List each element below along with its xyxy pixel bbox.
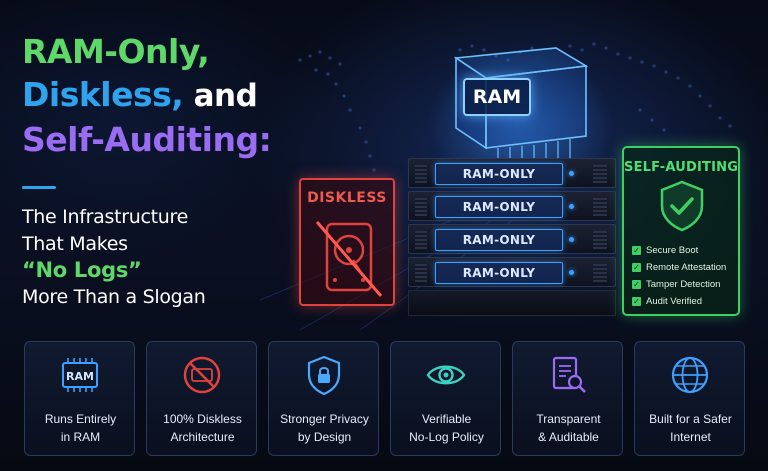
feature-label-line: Built for a Safer [649,412,732,426]
subheadline-no-logs: “No Logs” [22,258,142,282]
server-unit: RAM-ONLY [408,158,616,188]
server-tag: RAM-ONLY [435,262,563,284]
audit-check-item: ✓ Remote Attestation [632,259,740,276]
feature-label-line: Stronger Privacy [280,412,369,426]
feature-label: Stronger Privacy by Design [273,410,376,446]
server-tag: RAM-ONLY [435,163,563,185]
subheadline: The Infrastructure That Makes “No Logs” … [22,204,302,310]
feature-card-privacy: Stronger Privacy by Design [268,341,379,456]
feature-label-line: Verifiable [421,412,472,426]
audit-check-item: ✓ Audit Verified [632,293,740,310]
ram-chip-icon: RAM [62,358,98,392]
feature-label-line: 100% Diskless [163,412,242,426]
server-base [408,290,616,316]
headline-line-ram-only: RAM-Only, [22,32,210,71]
checkmark-icon: ✓ [632,280,641,289]
feature-label-line: & Auditable [538,430,599,444]
feature-card-auditable: Transparent & Auditable [512,341,623,456]
subheadline-line-1: The Infrastructure [22,206,188,228]
diskless-title: DISKLESS [307,190,387,206]
server-unit: RAM-ONLY [408,224,616,254]
feature-label-line: No-Log Policy [409,430,484,444]
server-tag: RAM-ONLY [435,196,563,218]
headline: RAM-Only, Diskless, and Self-Auditing: [22,30,312,161]
globe-icon [671,356,709,394]
feature-label-line: Runs Entirely [44,412,117,426]
feature-label: Runs Entirely in RAM [29,410,132,446]
feature-label-line: Architecture [170,430,235,444]
feature-label-line: by Design [297,430,352,444]
audit-checklist: ✓ Secure Boot ✓ Remote Attestation ✓ Tam… [632,242,740,310]
feature-label-line: Internet [670,430,711,444]
checkmark-icon: ✓ [632,246,641,255]
eye-icon [426,365,466,385]
crossed-hard-drive-icon [315,221,383,297]
audit-check-label: Audit Verified [646,296,702,307]
checkmark-icon: ✓ [632,263,641,272]
headline-diskless-accent: Diskless, [22,75,184,114]
headline-and: and [183,78,258,114]
checkmark-icon: ✓ [632,297,641,306]
server-led [569,171,574,176]
diskless-panel: DISKLESS [299,178,395,306]
audit-check-label: Secure Boot [646,245,699,256]
feature-label: Transparent & Auditable [517,410,620,446]
feature-label-line: in RAM [60,430,101,444]
headline-line-diskless: Diskless, and [22,73,312,118]
ram-cube-label: RAM [463,78,531,116]
server-unit: RAM-ONLY [408,191,616,221]
server-unit: RAM-ONLY [408,257,616,287]
audit-check-label: Remote Attestation [646,262,727,273]
subheadline-line-2: That Makes [22,232,128,255]
audit-check-item: ✓ Tamper Detection [632,276,740,293]
subheadline-line-4: More Than a Slogan [22,285,206,308]
audit-check-label: Tamper Detection [646,279,721,290]
headline-divider [22,186,56,189]
self-auditing-panel: SELF-AUDITING ✓ Secure Boot ✓ Remote Att… [622,146,740,316]
audit-check-item: ✓ Secure Boot [632,242,740,259]
server-tag: RAM-ONLY [435,229,563,251]
self-auditing-title: SELF-AUDITING [624,160,739,175]
document-search-icon [552,356,586,393]
server-led [569,270,574,275]
feature-card-runs-in-ram: RAM Runs Entirely in RAM [24,341,135,456]
server-led [569,204,574,209]
no-disk-icon [183,356,221,394]
shield-check-icon [660,180,704,232]
ram-chip-text: RAM [66,370,94,383]
server-led [569,237,574,242]
headline-line-self-auditing: Self-Auditing: [22,120,272,159]
server-stack: RAM-ONLY RAM-ONLY RAM-ONLY RAM-ONLY [408,158,616,316]
lock-shield-icon [307,355,341,396]
feature-label-line: Transparent [536,412,601,426]
